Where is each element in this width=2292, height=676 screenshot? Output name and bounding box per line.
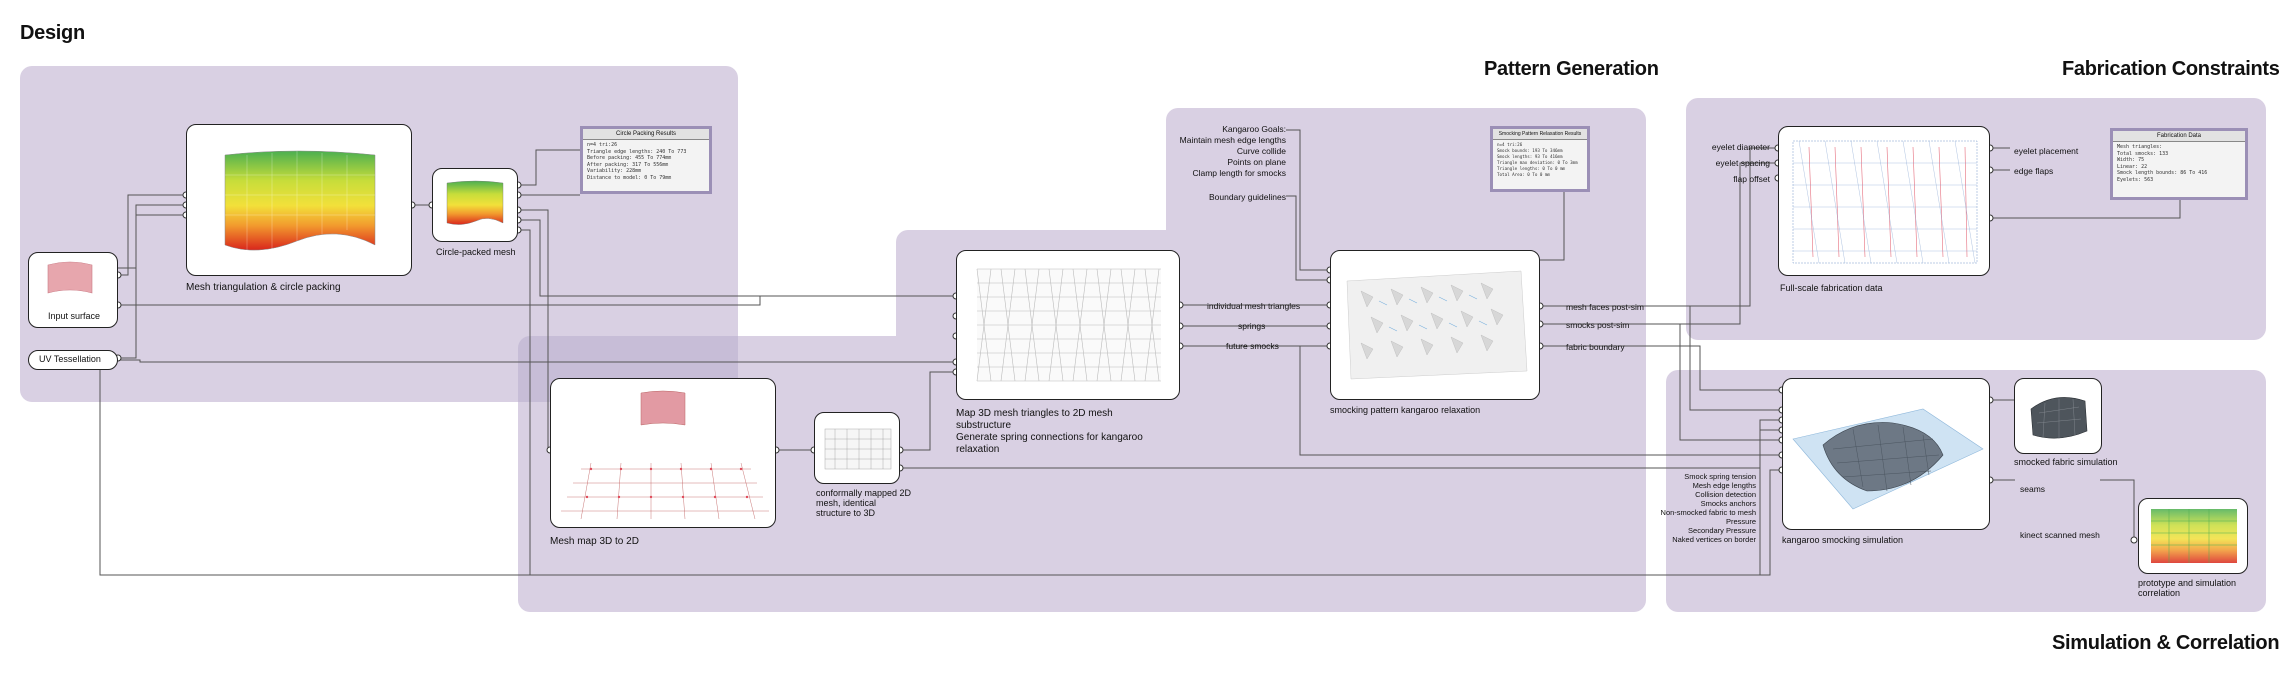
individual-triangles-label: individual mesh triangles — [1207, 301, 1301, 311]
goals-label-5: Clamp length for smocks — [1192, 168, 1286, 178]
eyelet-placement-label: eyelet placement — [2014, 146, 2079, 156]
mesh-triangulation-node[interactable] — [186, 124, 412, 276]
prototype-caption: prototype and simulation correlation — [2138, 578, 2237, 598]
flap-offset-label: flap offset — [1733, 174, 1770, 184]
heatmap-mesh-thumbnail — [224, 150, 376, 251]
future-smocks-label: future smocks — [1226, 341, 1279, 351]
sim-input-4: Smocks anchors — [1700, 499, 1756, 508]
conformal-mesh-thumbnail — [824, 428, 892, 470]
kinect-label: kinect scanned mesh — [2020, 530, 2100, 540]
smocking-panel-title: Smocking Pattern Relaxation Results — [1493, 129, 1587, 140]
mesh-map-caption: Mesh map 3D to 2D — [550, 536, 639, 547]
circle-packing-panel-title: Circle Packing Results — [583, 129, 709, 140]
circle-packing-panel-body: n=4 tri:26 Triangle edge lengths: 240 To… — [587, 142, 687, 181]
sim-input-7: Secondary Pressure — [1688, 526, 1756, 535]
pattern-title: Pattern Generation — [1484, 58, 1659, 80]
kangaroo-sim-thumbnail — [1792, 408, 1984, 510]
goals-label-3: Curve collide — [1236, 146, 1286, 156]
seams-label: seams — [2020, 484, 2046, 494]
circle-packed-caption: Circle-packed mesh — [436, 247, 516, 257]
input-surface-caption: Input surface — [48, 311, 101, 321]
design-title: Design — [20, 22, 85, 44]
kangaroo-simulation-node[interactable] — [1782, 378, 1990, 530]
smocks-post-label: smocks post-sim — [1566, 320, 1630, 330]
mesh-faces-label: mesh faces post-sim — [1566, 302, 1644, 312]
circle-packing-results-panel: Circle Packing Results n=4 tri:26 Triang… — [580, 126, 712, 194]
mesh-triangulation-caption: Mesh triangulation & circle packing — [186, 282, 341, 293]
smocking-panel-body: n=4 tri:26 Smock bounds: 193 To 346mm Sm… — [1497, 142, 1578, 177]
fabric-boundary-label: fabric boundary — [1566, 342, 1625, 352]
input-surface-node[interactable] — [28, 252, 118, 328]
mesh-map-thumbnail — [561, 390, 769, 520]
map3d-node[interactable] — [956, 250, 1180, 400]
uv-tessellation-node[interactable]: UV Tessellation — [28, 350, 118, 370]
smocking-pattern-thumbnail — [1346, 270, 1528, 380]
map3d-caption-1: Map 3D mesh triangles to 2D mesh substru… — [956, 408, 1113, 431]
goals-label-1: Kangaroo Goals: — [1222, 124, 1286, 134]
smocked-fabric-thumbnail — [2030, 397, 2088, 439]
heatmap-mesh-small — [446, 180, 504, 225]
fullscale-caption: Full-scale fabrication data — [1780, 283, 1883, 293]
sim-input-6: Pressure — [1725, 517, 1756, 526]
eyelet-diameter-label: eyelet diameter — [1711, 142, 1770, 152]
fabrication-data-node[interactable] — [1778, 126, 1990, 276]
circle-packed-mesh-node[interactable] — [432, 168, 518, 242]
fabrication-pattern-thumbnail — [1792, 140, 1978, 264]
fabrication-panel-body: Mesh triangles: Total smocks: 133 Width:… — [2117, 144, 2208, 183]
mesh-map-node[interactable] — [550, 378, 776, 528]
fabrication-panel-title: Fabrication Data — [2113, 131, 2245, 142]
uv-tessellation-label: UV Tessellation — [39, 354, 101, 364]
goals-label-4: Points on plane — [1227, 157, 1286, 167]
sim-input-2: Mesh edge lengths — [1692, 481, 1756, 490]
fabrication-title: Fabrication Constraints — [2062, 58, 2280, 80]
sim-input-1: Smock spring tension — [1684, 472, 1756, 481]
conformal-caption: conformally mapped 2D mesh, identical st… — [816, 488, 912, 518]
pink-surface-thumbnail — [47, 261, 93, 294]
smocking-relaxation-node[interactable] — [1330, 250, 1540, 400]
fabrication-data-panel: Fabrication Data Mesh triangles: Total s… — [2110, 128, 2248, 200]
smocked-fabric-node[interactable] — [2014, 378, 2102, 454]
springs-label: springs — [1238, 321, 1266, 331]
sim-input-3: Collision detection — [1695, 490, 1756, 499]
eyelet-spacing-label: eyelet spacing — [1715, 158, 1770, 168]
goals-label-2: Maintain mesh edge lengths — [1179, 135, 1286, 145]
sim-input-8: Naked vertices on border — [1672, 535, 1756, 544]
boundary-guidelines-label: Boundary guidelines — [1208, 192, 1286, 202]
smocking-relaxation-caption: smocking pattern kangaroo relaxation — [1330, 405, 1481, 415]
map3d-caption-2: Generate spring connections for kangaroo… — [956, 432, 1143, 455]
kangaroo-sim-caption: kangaroo smocking simulation — [1782, 535, 1904, 545]
edge-flaps-label: edge flaps — [2014, 166, 2054, 176]
prototype-scan-thumbnail — [2151, 509, 2237, 563]
smocked-fabric-caption: smocked fabric simulation — [2014, 457, 2118, 467]
triangle-pattern-thumbnail — [976, 268, 1161, 382]
simulation-title: Simulation & Correlation — [2052, 632, 2280, 654]
smocking-results-panel: Smocking Pattern Relaxation Results n=4 … — [1490, 126, 1590, 192]
prototype-node[interactable] — [2138, 498, 2248, 574]
sim-input-5: Non-smocked fabric to mesh — [1660, 508, 1756, 517]
conformal-map-node[interactable] — [814, 412, 900, 484]
